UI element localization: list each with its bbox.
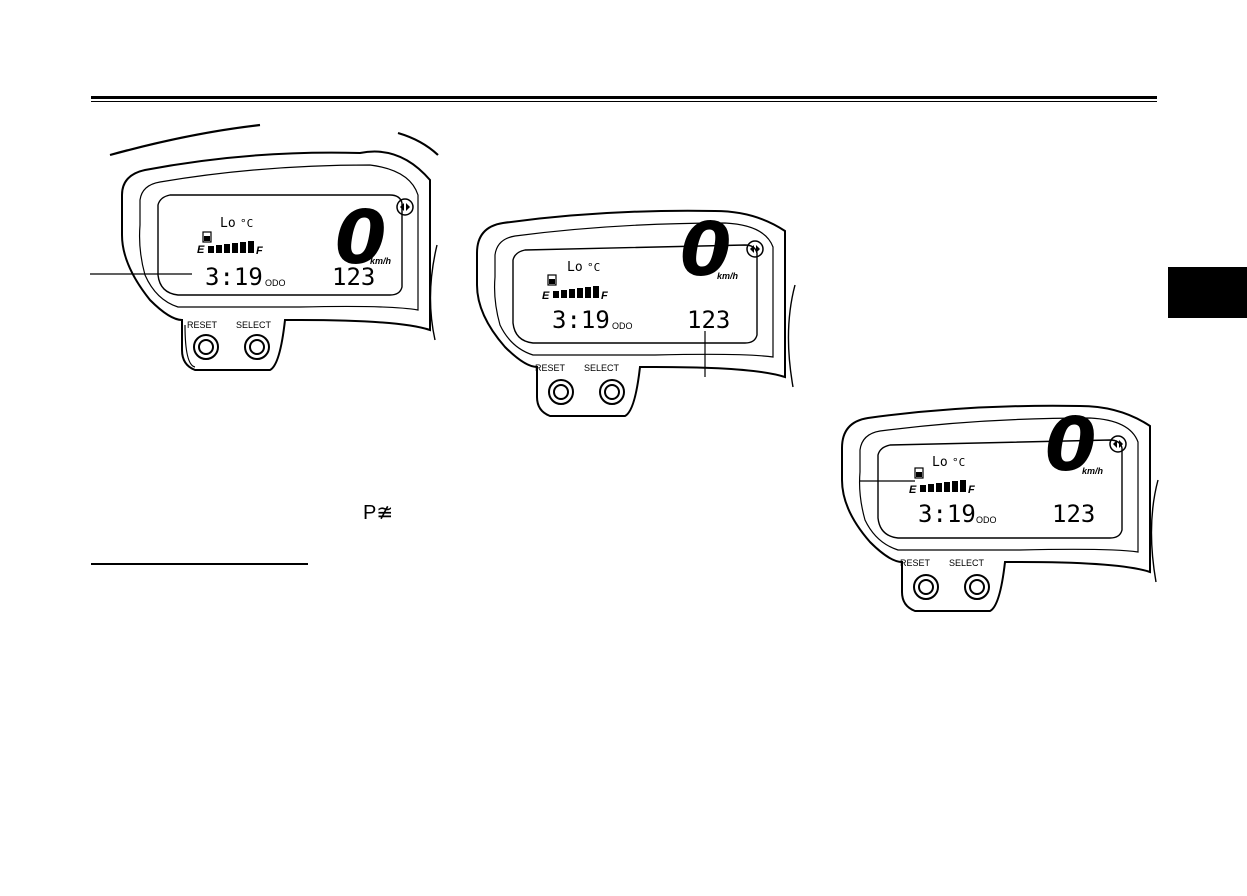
odometer-value: 123: [332, 263, 375, 291]
turn-signal-indicator-icon: [746, 240, 764, 258]
speed-unit: km/h: [1082, 466, 1104, 476]
parking-light-symbol: P≇: [363, 502, 394, 524]
clock-display: 3:19: [205, 263, 263, 291]
reset-button-label: RESET: [900, 558, 931, 568]
clock-display: 3:19: [918, 500, 976, 528]
meter-cluster-fuel: E F Lo °C 3:19 ODO 123 0 km/h RESET SELE…: [820, 400, 1160, 620]
meter-cluster-clock: E F Lo °C 3:19 ODO 123 0 km/h RESET SELE…: [90, 123, 440, 385]
fuel-empty-label: E: [909, 484, 917, 496]
temperature-value: Lo: [220, 216, 236, 231]
meter-cluster-odometer: E F Lo °C 3:19 ODO 123 0 km/h RESET SELE…: [455, 205, 800, 425]
fuel-pump-icon: [547, 274, 557, 286]
odometer-value: 123: [687, 306, 730, 334]
speed-unit: km/h: [370, 256, 392, 266]
fuel-empty-label: E: [542, 290, 550, 302]
select-button-label: SELECT: [236, 320, 272, 330]
fuel-pump-icon: [914, 467, 924, 479]
header-rule-thin: [91, 101, 1157, 102]
speed-display: 0: [335, 195, 387, 281]
odometer-label: ODO: [976, 515, 997, 525]
fuel-gauge-bars: [553, 286, 599, 298]
temperature-value: Lo: [932, 455, 948, 470]
temperature-unit: °C: [587, 261, 600, 274]
fuel-full-label: F: [256, 245, 263, 257]
fuel-gauge-bars: [920, 480, 966, 492]
fuel-full-label: F: [601, 290, 608, 302]
section-thumb-tab: [1168, 267, 1247, 318]
meter-cluster-drawing: E F Lo °C 3:19 ODO 123 0 km/h RESET SELE…: [90, 123, 439, 371]
header-rule-thick: [91, 96, 1157, 99]
turn-signal-indicator-icon: [396, 198, 414, 216]
reset-button-label: RESET: [535, 363, 566, 373]
select-button-label: SELECT: [584, 363, 620, 373]
meter-cluster-drawing: E F Lo °C 3:19 ODO 123 0 km/h RESET SELE…: [476, 207, 796, 417]
turn-signal-indicator-icon: [1109, 435, 1127, 453]
section-subrule: [91, 563, 308, 565]
odometer-label: ODO: [612, 321, 633, 331]
temperature-unit: °C: [952, 456, 965, 469]
odometer-value: 123: [1052, 500, 1095, 528]
fuel-empty-label: E: [197, 244, 205, 256]
clock-display: 3:19: [552, 306, 610, 334]
temperature-value: Lo: [567, 260, 583, 275]
fuel-full-label: F: [968, 484, 975, 496]
meter-cluster-drawing: E F Lo °C 3:19 ODO 123 0 km/h RESET SELE…: [841, 402, 1159, 612]
speed-display: 0: [1045, 402, 1097, 488]
fuel-pump-icon: [202, 231, 212, 243]
speed-unit: km/h: [717, 271, 739, 281]
speed-display: 0: [680, 207, 732, 293]
temperature-unit: °C: [240, 217, 253, 230]
reset-button-label: RESET: [187, 320, 218, 330]
odometer-label: ODO: [265, 278, 286, 288]
select-button-label: SELECT: [949, 558, 985, 568]
fuel-gauge-bars: [208, 241, 254, 253]
